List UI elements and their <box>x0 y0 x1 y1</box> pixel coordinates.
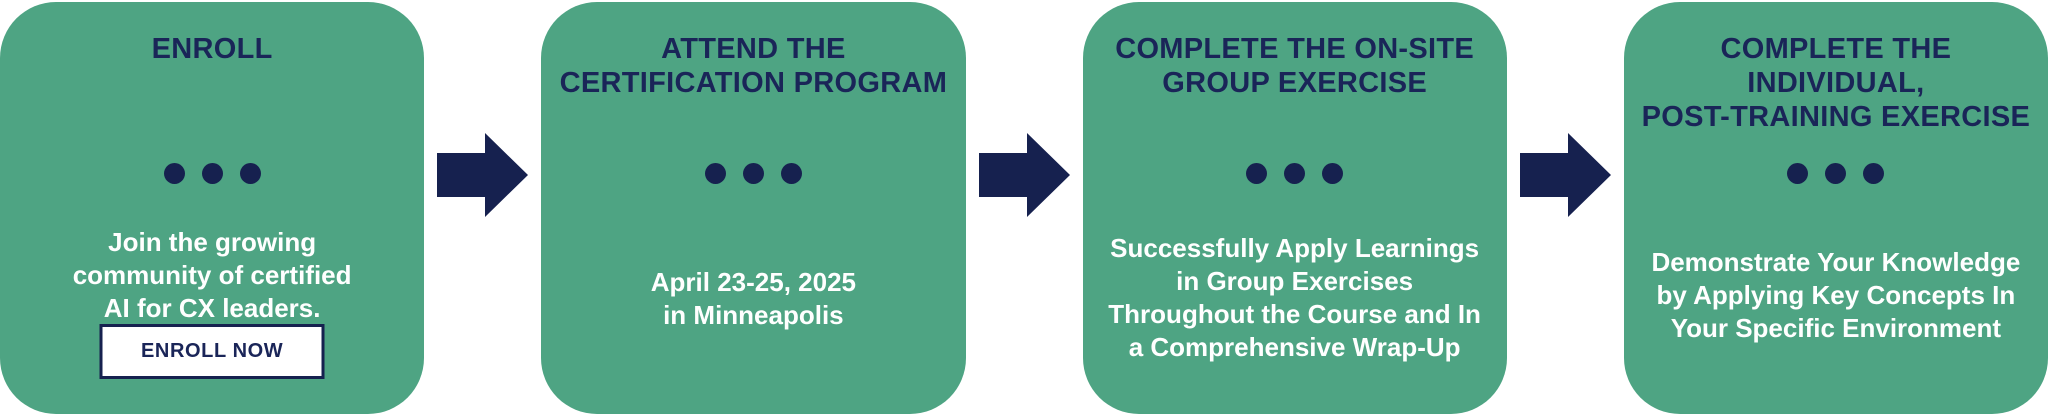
dot-icon <box>704 163 726 184</box>
ellipsis-dots-icon <box>541 163 965 184</box>
step-card-post-training-exercise: COMPLETE THE INDIVIDUAL, POST-TRAINING E… <box>1623 2 2048 414</box>
step-title: ENROLL <box>151 33 273 65</box>
step-card-enroll: ENROLL Join the growing community of cer… <box>0 2 425 414</box>
step-title: COMPLETE THE INDIVIDUAL, POST-TRAINING E… <box>1641 33 2031 133</box>
ellipsis-dots-icon <box>1083 163 1507 184</box>
arrow-right-icon <box>978 133 1070 217</box>
enroll-now-button[interactable]: ENROLL NOW <box>99 324 325 379</box>
step-card-attend-program: ATTEND THE CERTIFICATION PROGRAM April 2… <box>541 2 966 414</box>
arrow-right-icon <box>437 133 529 217</box>
dot-icon <box>201 163 223 184</box>
ellipsis-dots-icon <box>1624 163 2048 184</box>
dot-icon <box>1246 163 1268 184</box>
step-title: COMPLETE THE ON-SITE GROUP EXERCISE <box>1115 33 1475 99</box>
ellipsis-dots-icon <box>0 163 424 184</box>
step-description: Demonstrate Your Knowledge by Applying K… <box>1651 247 2021 343</box>
dot-icon <box>742 163 764 184</box>
dot-icon <box>239 163 261 184</box>
dot-icon <box>1322 163 1344 184</box>
step-card-group-exercise: COMPLETE THE ON-SITE GROUP EXERCISE Succ… <box>1082 2 1507 414</box>
dot-icon <box>163 163 185 184</box>
dot-icon <box>780 163 802 184</box>
arrow-right-icon <box>1519 133 1611 217</box>
dot-icon <box>1863 163 1885 184</box>
step-title: ATTEND THE CERTIFICATION PROGRAM <box>559 33 948 99</box>
dot-icon <box>1284 163 1306 184</box>
step-description: April 23-25, 2025 in Minneapolis <box>650 267 856 330</box>
dot-icon <box>1787 163 1809 184</box>
dot-icon <box>1825 163 1847 184</box>
step-description: Join the growing community of certified … <box>72 227 352 323</box>
step-description: Successfully Apply Learnings in Group Ex… <box>1108 233 1481 362</box>
